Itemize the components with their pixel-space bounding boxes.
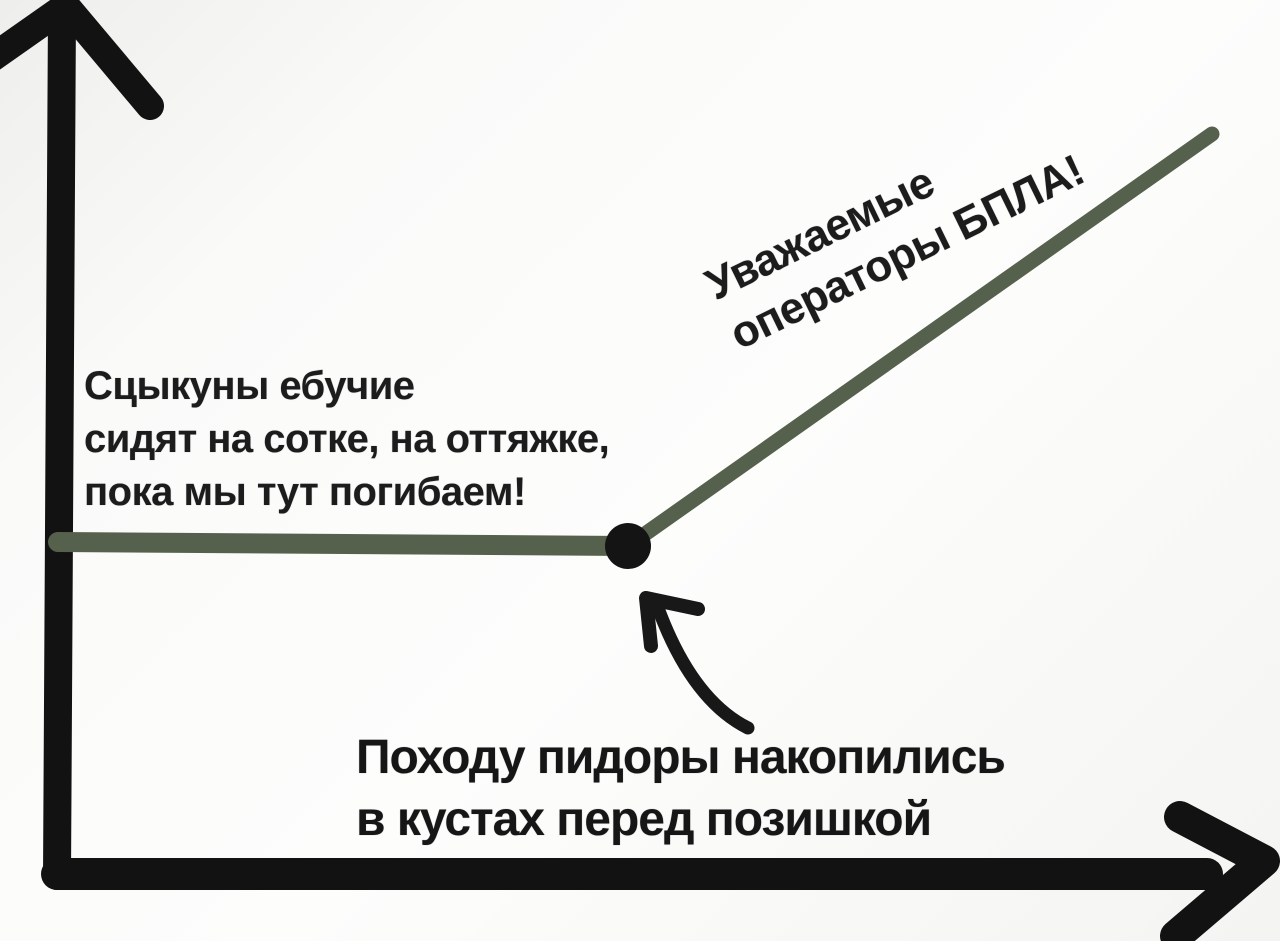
callout-arrowhead-icon [639, 591, 705, 653]
annotation-vertex-callout: Походу пидоры накопились в кустах перед … [356, 727, 1006, 851]
y-axis-arrowhead-icon [0, 0, 164, 120]
x-axis-arrowhead-icon [1160, 801, 1280, 941]
annotation-vertex-line-1: Походу пидоры накопились [356, 731, 1006, 784]
callout-arrow-curve [651, 601, 755, 735]
vertex-dot [605, 523, 651, 569]
annotation-flat-line-2: сидят на сотке, на оттяжке, [84, 417, 610, 461]
y-axis [43, 0, 76, 890]
line-flat-segment [48, 532, 636, 556]
line-rising-segment [620, 126, 1220, 554]
annotation-flat-line-1: Сцыкуны ебучие [84, 364, 415, 408]
annotation-flat-line-3: пока мы тут погибаем! [84, 470, 526, 514]
annotation-flat-segment: Сцыкуны ебучие сидят на сотке, на оттяжк… [84, 360, 610, 519]
annotation-vertex-line-2: в кустах перед позишкой [356, 793, 932, 846]
